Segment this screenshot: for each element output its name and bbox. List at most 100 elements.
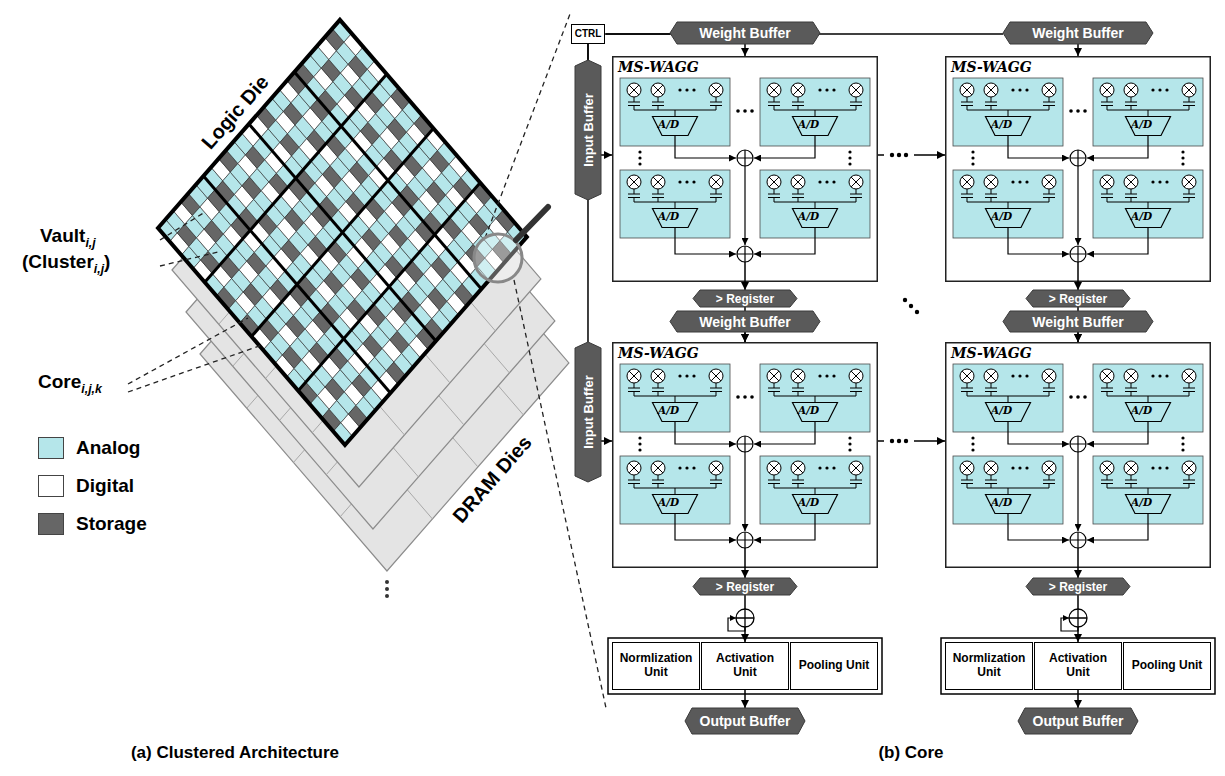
ellipsis-dot (692, 88, 695, 91)
multiplier-cross (1102, 463, 1112, 473)
buffer-banner: > Register (1026, 578, 1130, 595)
multiplier-cross (1102, 85, 1112, 95)
ellipsis-dot (1025, 466, 1028, 469)
node-label: Normlization Unit (949, 652, 1029, 680)
connector (744, 690, 746, 708)
shape-outline (575, 60, 601, 200)
capacitor-symbol (1183, 97, 1195, 110)
node-label: Pooling Unit (1127, 659, 1207, 673)
multiplier-cross (1184, 371, 1194, 381)
capacitor-symbol (710, 97, 722, 110)
function-unit: Activation Unit (1034, 642, 1122, 690)
multiplier-symbol (651, 175, 665, 189)
multiplier-cross (653, 463, 663, 473)
shape-outline (793, 495, 838, 514)
ellipsis-dot (1165, 374, 1168, 377)
charge-wire (774, 110, 856, 116)
capacitor-symbol (652, 189, 664, 202)
shape-outline (653, 495, 698, 514)
buffer-banner: Output Buffer (1018, 708, 1138, 734)
ellipsis-dot (1158, 466, 1161, 469)
adc-trapezoid: A/D (1125, 116, 1171, 136)
signal-wire (1087, 422, 1148, 444)
capacitor-symbol (850, 97, 862, 110)
signal-wire (754, 514, 815, 540)
ellipsis-dot (1076, 109, 1080, 113)
multiplier-symbol (1042, 175, 1056, 189)
ellipsis-dot (818, 88, 821, 91)
tile-box (953, 456, 1063, 524)
signal-wire (754, 422, 815, 444)
capacitor-symbol (1101, 475, 1113, 488)
adder-plus (1070, 246, 1086, 262)
ellipsis-dot (1018, 88, 1021, 91)
tile-box (1093, 364, 1203, 432)
ellipsis-dot (832, 374, 835, 377)
function-unit: Normlization Unit (612, 642, 700, 690)
shape-outline (1026, 578, 1130, 595)
ms-wagg-interior (612, 342, 878, 568)
multiplier-symbol (1100, 369, 1114, 383)
signal-wire (744, 166, 745, 245)
signal-wire (1087, 136, 1148, 158)
ellipsis-dot (692, 180, 695, 183)
charge-wire (634, 110, 716, 116)
shape-outline (670, 22, 820, 44)
analog-tile (620, 364, 730, 432)
shape-outline (793, 117, 838, 136)
dram-grid (312, 225, 494, 433)
charge-wire (967, 110, 1049, 116)
ellipsis-dot (848, 448, 851, 451)
node-label: A/D (1131, 497, 1152, 508)
label-subscript: i,j (94, 262, 104, 276)
leader-line (160, 252, 218, 266)
node-label: A/D (991, 211, 1012, 222)
signal-wire (1008, 514, 1069, 540)
multiplier-cross (986, 463, 996, 473)
ellipsis-dot (678, 180, 681, 183)
adc-trapezoid: A/D (1125, 494, 1171, 514)
node-label: > Register (1049, 581, 1107, 593)
node-label: Normlization Unit (616, 652, 696, 680)
multiplier-cross (769, 85, 779, 95)
legend-swatch (38, 437, 64, 459)
multiplier-cross (711, 85, 721, 95)
capacitor-symbol (1101, 189, 1113, 202)
multiplier-symbol (1042, 461, 1056, 475)
ellipsis-dot (971, 442, 974, 445)
dram-grid (265, 170, 447, 378)
ellipsis-dot (1069, 395, 1073, 399)
ellipsis-dot (685, 180, 688, 183)
control-box: CTRL (571, 24, 606, 44)
multiplier-symbol (1124, 369, 1138, 383)
multiplier-symbol (984, 461, 998, 475)
ms-wagg-block: MS-WAGGA/DA/DA/DA/D (945, 342, 1211, 568)
charge-wire (967, 488, 1049, 494)
ellipsis-dot (825, 180, 828, 183)
multiplier-symbol (1182, 461, 1196, 475)
adc-trapezoid: A/D (1125, 402, 1171, 422)
multiplier-symbol (709, 369, 723, 383)
buffer-banner: Weight Buffer (670, 22, 820, 44)
zoom-line (514, 280, 606, 708)
tile-box (1093, 170, 1203, 238)
ellipsis-dot (1025, 180, 1028, 183)
ellipsis-dot (1181, 448, 1184, 451)
tile-box (760, 78, 870, 146)
connector (1077, 282, 1079, 290)
node-label: A/D (658, 211, 679, 222)
ellipsis-dot (848, 150, 851, 153)
signal-wire (1087, 514, 1148, 540)
multiplier-cross (851, 371, 861, 381)
connector (744, 568, 746, 578)
connector (744, 44, 746, 56)
ellipsis-dot (1018, 466, 1021, 469)
shape-outline (693, 290, 797, 307)
capacitor-symbol (710, 383, 722, 396)
analog-tile (760, 456, 870, 524)
ellipsis-dot (1076, 395, 1080, 399)
analog-tile (760, 78, 870, 146)
capacitor-symbol (628, 383, 640, 396)
multiplier-cross (962, 85, 972, 95)
